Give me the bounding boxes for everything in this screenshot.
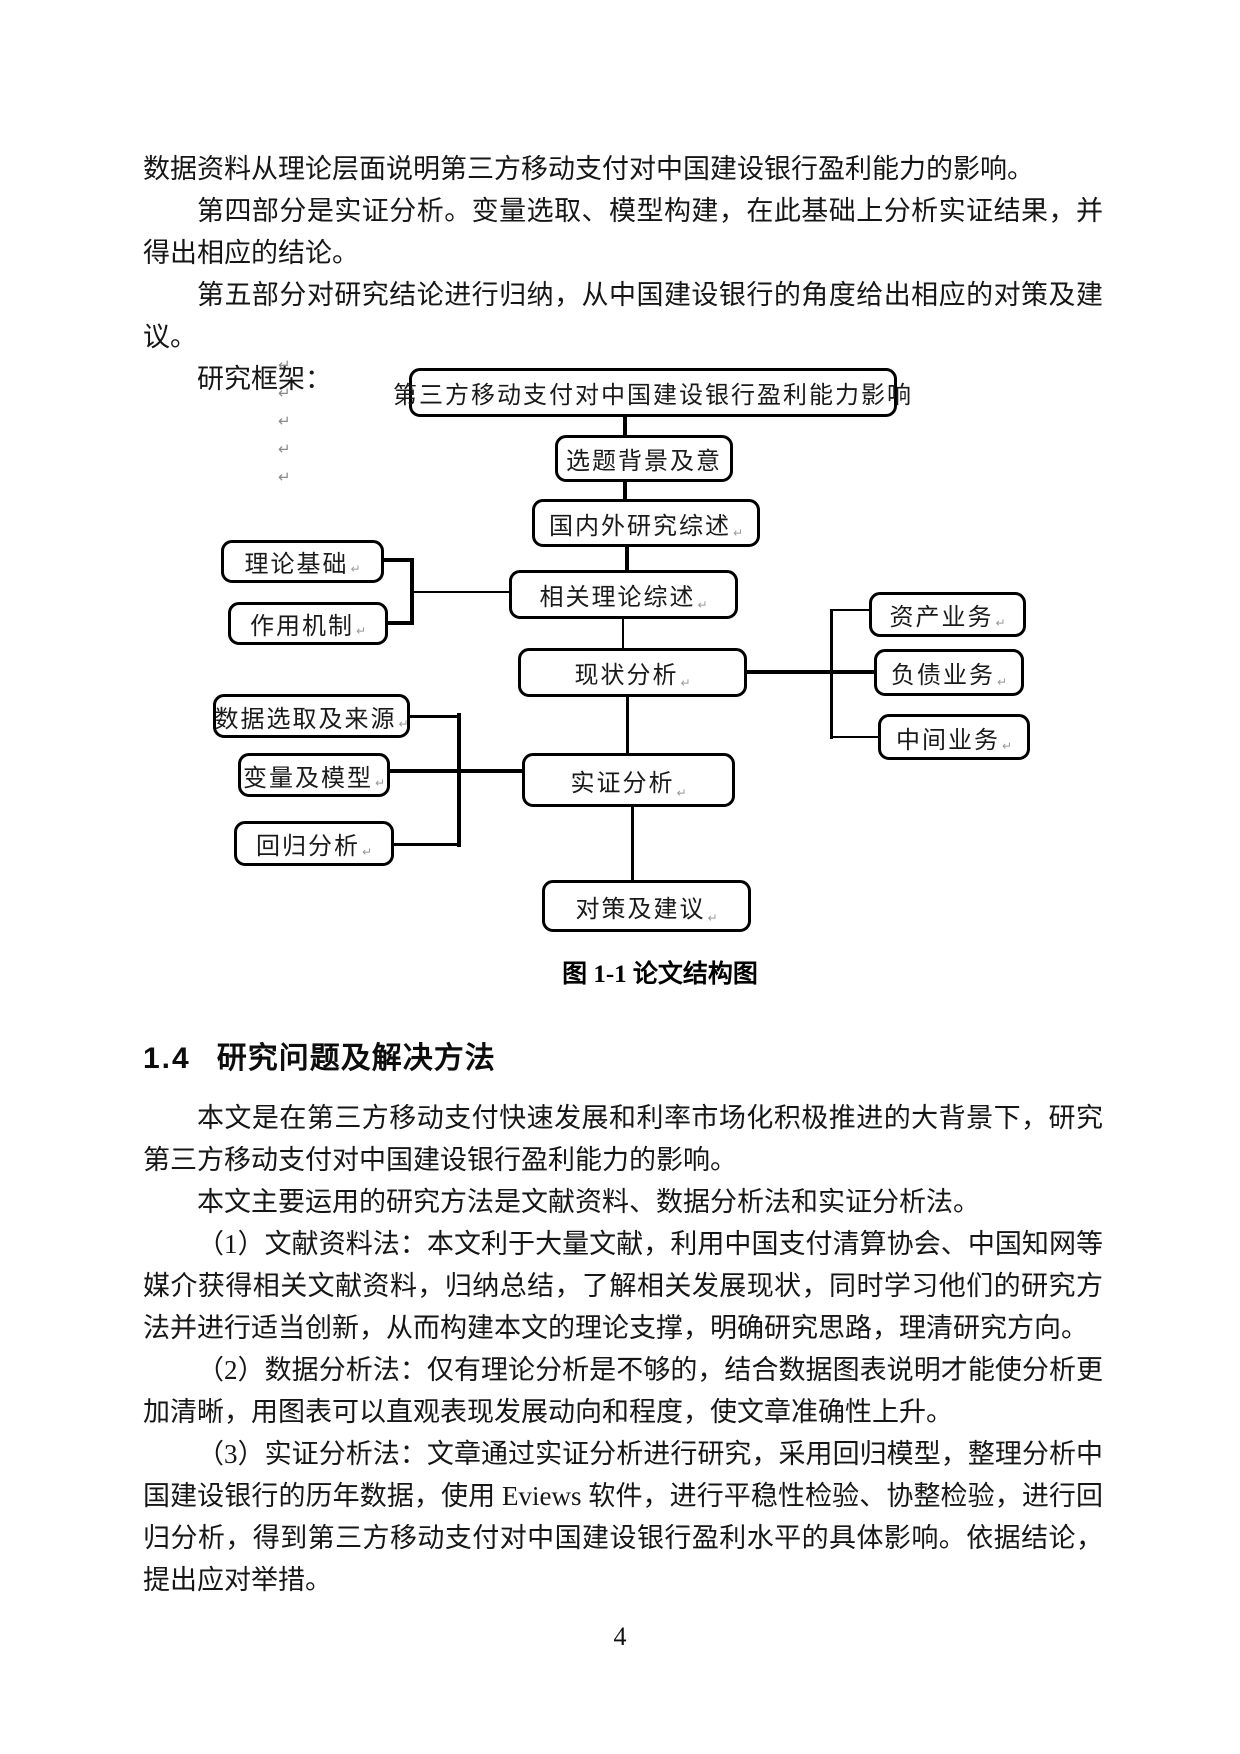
paragraph: 第四部分是实证分析。变量选取、模型构建，在此基础上分析实证结果，并得出相应的结论… bbox=[143, 196, 1103, 268]
node-label: 第三方移动支付对中国建设银行盈利能力影响 bbox=[393, 383, 913, 409]
paragraph: （2）数据分析法：仅有理论分析是不够的，结合数据图表说明才能使分析更加清晰，用图… bbox=[143, 1355, 1103, 1427]
page-number: 4 bbox=[613, 1622, 627, 1651]
connector-regression-stub bbox=[394, 843, 460, 846]
connector-literature-theory bbox=[625, 547, 629, 571]
connector-theory-status bbox=[622, 618, 624, 649]
flowchart-node-empirical: 实证分析↵ bbox=[522, 753, 735, 807]
pilcrow-mark: ↵ bbox=[697, 598, 708, 612]
node-label: 相关理论综述 bbox=[539, 585, 696, 611]
pilcrow-mark: ↵ bbox=[278, 384, 291, 402]
node-label: 变量及模型 bbox=[242, 765, 373, 792]
intro-text-block: 数据资料从理论层面说明第三方移动支付对中国建设银行盈利能力的影响。 第四部分是实… bbox=[143, 148, 1103, 400]
pilcrow-mark: ↵ bbox=[732, 526, 744, 540]
section-number: 1.4 bbox=[143, 1042, 191, 1075]
bracket-left-lower-vertical bbox=[457, 713, 461, 847]
connector-intermediate-stub bbox=[830, 736, 879, 738]
pilcrow-mark: ↵ bbox=[1001, 739, 1013, 753]
flowchart-node-status: 现状分析↵ bbox=[518, 648, 747, 697]
paragraph: 本文主要运用的研究方法是文献资料、数据分析法和实证分析法。 bbox=[197, 1187, 980, 1217]
node-label: 中间业务 bbox=[895, 727, 1000, 754]
node-label: 实证分析 bbox=[570, 770, 675, 797]
node-label: 国内外研究综述 bbox=[548, 513, 731, 540]
flowchart-node-mechanism: 作用机制↵ bbox=[228, 602, 388, 645]
bracket-right-vertical bbox=[830, 609, 833, 739]
paragraph: 第五部分对研究结论进行归纳，从中国建设银行的角度给出相应的对策及建议。 bbox=[143, 280, 1103, 352]
pilcrow-mark: ↵ bbox=[707, 911, 718, 925]
connector-data-stub bbox=[410, 715, 460, 718]
flowchart-node-intermediate: 中间业务↵ bbox=[878, 714, 1030, 760]
connector-basis-stub bbox=[384, 558, 414, 562]
flowchart-node-background: 选题背景及意 bbox=[555, 435, 733, 482]
paragraph: （1）文献资料法：本文利于大量文献，利用中国支付清算协会、中国知网等媒介获得相关… bbox=[143, 1229, 1103, 1343]
flowchart-node-literature: 国内外研究综述↵ bbox=[532, 499, 760, 547]
connector-background-literature bbox=[623, 481, 627, 500]
flowchart-node-liabilities: 负债业务↵ bbox=[874, 649, 1024, 696]
pilcrow-mark: ↵ bbox=[350, 562, 361, 576]
section-text-block: 本文是在第三方移动支付快速发展和利率市场化积极推进的大背景下，研究第三方移动支付… bbox=[143, 1097, 1103, 1601]
section-heading: 1.4 研究问题及解决方法 bbox=[143, 1033, 496, 1077]
pilcrow-mark: ↵ bbox=[374, 776, 386, 790]
flowchart-node-suggestions: 对策及建议↵ bbox=[542, 880, 751, 932]
pilcrow-mark: ↵ bbox=[278, 412, 291, 430]
connector-root-background bbox=[623, 416, 627, 436]
paragraph: （3）实证分析法：文章通过实证分析进行研究，采用回归模型，整理分析中国建设银行的… bbox=[143, 1439, 1103, 1595]
connector-assets-stub bbox=[830, 609, 870, 611]
pilcrow-mark: ↵ bbox=[680, 676, 691, 690]
connector-variables-empirical bbox=[390, 769, 523, 773]
flowchart-node-regression: 回归分析↵ bbox=[234, 821, 394, 866]
connector-empirical-suggestions bbox=[631, 806, 634, 881]
pilcrow-mark: ↵ bbox=[398, 717, 409, 731]
paragraph: 数据资料从理论层面说明第三方移动支付对中国建设银行盈利能力的影响。 bbox=[143, 154, 1034, 184]
pilcrow-mark: ↵ bbox=[361, 845, 373, 859]
node-label: 选题背景及意 bbox=[566, 449, 722, 475]
bracket-left-upper-vertical bbox=[410, 558, 414, 625]
node-label: 负债业务 bbox=[890, 663, 995, 689]
pilcrow-mark: ↵ bbox=[355, 624, 367, 638]
pilcrow-mark: ↵ bbox=[278, 440, 291, 458]
flowchart-node-basis: 理论基础↵ bbox=[221, 540, 384, 583]
node-label: 数据选取及来源 bbox=[214, 706, 397, 733]
paragraph: 本文是在第三方移动支付快速发展和利率市场化积极推进的大背景下，研究第三方移动支付… bbox=[143, 1103, 1103, 1175]
connector-status-empirical bbox=[626, 696, 629, 754]
pilcrow-mark: ↵ bbox=[995, 616, 1006, 630]
node-label: 对策及建议 bbox=[575, 896, 706, 923]
pilcrow-mark: ↵ bbox=[676, 786, 687, 800]
flowchart-node-variables: 变量及模型↵ bbox=[238, 753, 390, 797]
connector-mechanism-stub bbox=[388, 621, 414, 625]
pilcrow-mark: ↵ bbox=[996, 675, 1008, 689]
figure-caption: 图 1-1 论文结构图 bbox=[562, 961, 758, 988]
flowchart-node-assets: 资产业务↵ bbox=[869, 592, 1026, 637]
node-label: 回归分析 bbox=[255, 834, 360, 860]
node-label: 资产业务 bbox=[889, 605, 994, 631]
section-title: 研究问题及解决方法 bbox=[216, 1042, 496, 1075]
connector-status-liabilities bbox=[746, 670, 875, 674]
flowchart-node-theory: 相关理论综述↵ bbox=[509, 570, 738, 619]
pilcrow-mark: ↵ bbox=[278, 356, 291, 374]
node-label: 作用机制 bbox=[249, 614, 354, 640]
flowchart-node-data: 数据选取及来源↵ bbox=[213, 694, 410, 738]
flowchart-node-root: 第三方移动支付对中国建设银行盈利能力影响 bbox=[393, 368, 911, 417]
pilcrow-mark: ↵ bbox=[278, 468, 291, 486]
paragraph: 研究框架： bbox=[197, 364, 332, 394]
connector-bracket-theory bbox=[414, 591, 510, 593]
node-label: 现状分析 bbox=[574, 663, 679, 689]
node-label: 理论基础 bbox=[244, 552, 349, 578]
